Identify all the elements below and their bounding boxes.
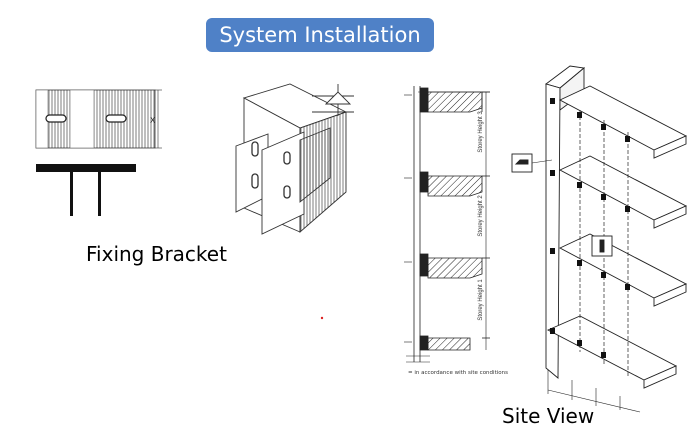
page-title: System Installation — [206, 18, 434, 52]
site-view-caption: Site View — [502, 404, 595, 428]
section-drawing — [404, 86, 490, 363]
site-view-brackets — [550, 98, 630, 358]
bracket-elevation-view — [36, 164, 136, 216]
bracket-isometric-view — [235, 83, 354, 235]
dimension-label: X — [150, 116, 156, 125]
bracket-plan-view: X — [35, 89, 162, 149]
site-view-drawing — [511, 65, 688, 413]
fixing-bracket-caption: Fixing Bracket — [86, 242, 227, 266]
storey-height-2-label: Storey Height 2 — [478, 195, 484, 237]
storey-height-1-label: Storey Height 1 — [478, 279, 484, 321]
storey-height-3-label: Storey Height 3 — [478, 111, 484, 153]
red-dot-marker — [320, 316, 324, 320]
section-note: = in accordance with site conditions — [408, 370, 508, 376]
